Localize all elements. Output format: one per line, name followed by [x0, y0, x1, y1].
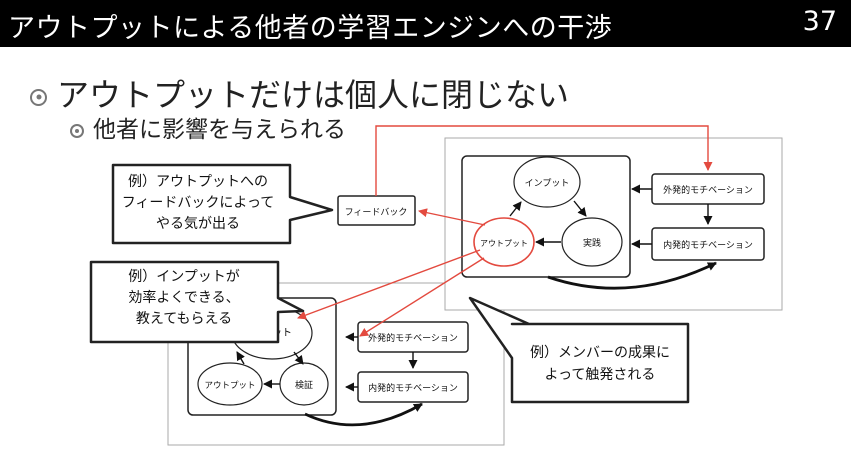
- feedback-callout-line2: フィードバックによって: [122, 195, 275, 211]
- lower-output-label: アウトプット: [204, 381, 255, 391]
- member-callout-line2: よって触発される: [545, 367, 656, 383]
- bullet-level1: アウトプットだけは個人に閉じない: [30, 70, 569, 116]
- input-callout-line2: 効率よくできる、: [128, 289, 239, 306]
- input-callout: [89, 260, 305, 344]
- lower-verification-label: 検証: [295, 379, 313, 391]
- feedback-box-label: フィードバック: [345, 207, 408, 218]
- bullet-icon: [70, 123, 84, 138]
- page-number: 37: [802, 6, 837, 37]
- upper-practice-node: [561, 217, 623, 267]
- feedback-callout-line1: 例）アウトプットへの: [128, 174, 268, 190]
- lower-external-motivation-label: 外発的モチベーション: [368, 332, 458, 344]
- feedback-callout: [111, 163, 334, 245]
- input-callout-line3: 教えてもらえる: [136, 311, 232, 327]
- upper-output-label: アウトプット: [480, 239, 528, 248]
- lower-output-node: [197, 362, 263, 406]
- slide-title: アウトプットによる他者の学習エンジンへの干渉: [8, 13, 613, 44]
- upper-external-motivation-label: 外発的モチベーション: [663, 184, 753, 196]
- feedback-callout-line3: やる気が出る: [156, 216, 240, 232]
- slide-header: アウトプットによる他者の学習エンジンへの干渉 37: [0, 0, 851, 47]
- lower-input-label: ット: [272, 328, 292, 339]
- lower-internal-motivation-label: 内発的モチベーション: [368, 382, 458, 394]
- upper-input-label: インプット: [525, 178, 570, 189]
- member-callout: [468, 296, 690, 404]
- bullet-level1-text: アウトプットだけは個人に閉じない: [57, 76, 570, 114]
- bullet-level2: 他者に影響を与えられる: [70, 110, 346, 144]
- upper-output-node: [473, 217, 535, 267]
- member-callout-line1: 例）メンバーの成果に: [530, 345, 670, 361]
- input-callout-line1: 例）インプットが: [128, 269, 240, 285]
- upper-practice-label: 実践: [583, 237, 601, 249]
- upper-internal-motivation-label: 内発的モチベーション: [663, 239, 753, 251]
- upper-input-node: [513, 156, 581, 208]
- bullet-icon: [30, 88, 47, 106]
- bullet-level2-text: 他者に影響を与えられる: [93, 117, 346, 143]
